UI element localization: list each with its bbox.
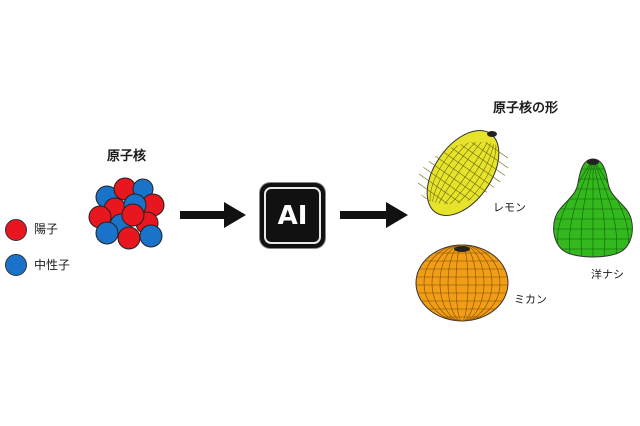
ai-label: AI xyxy=(264,187,321,244)
lemon-label: レモン xyxy=(493,201,526,214)
right-arrow-icon xyxy=(180,202,246,228)
proton-legend-dot xyxy=(5,219,27,241)
pear-shape xyxy=(553,158,633,258)
right-arrow-icon xyxy=(340,202,408,228)
neutron-legend-label: 中性子 xyxy=(34,258,71,272)
ai-box: AI xyxy=(260,183,325,248)
pear-label: 洋ナシ xyxy=(591,268,624,281)
mikan-shape xyxy=(415,244,509,322)
lemon-shape xyxy=(418,130,508,216)
shapes-title: 原子核の形 xyxy=(493,101,559,116)
nucleus-cluster xyxy=(88,177,165,250)
neutron-legend-dot xyxy=(5,254,27,276)
nucleus-title: 原子核 xyxy=(107,149,147,164)
proton-legend-label: 陽子 xyxy=(34,222,59,236)
mikan-label: ミカン xyxy=(514,293,547,306)
